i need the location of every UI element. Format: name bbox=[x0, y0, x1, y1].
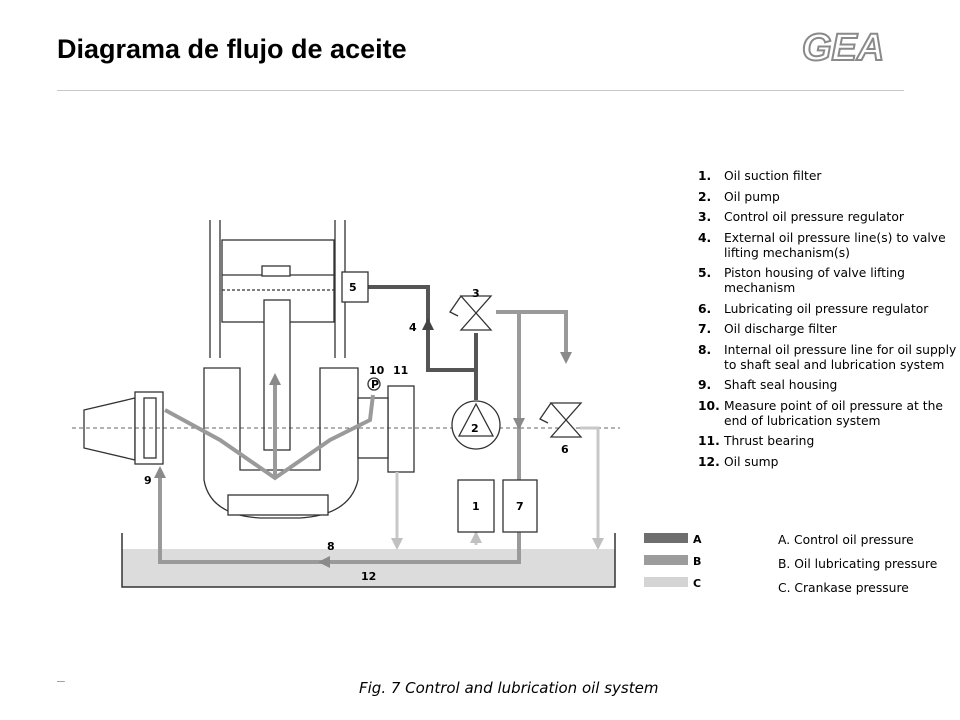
legend-item-text: Oil pump bbox=[724, 189, 780, 204]
oil-sump bbox=[122, 549, 615, 587]
label-11: 11 bbox=[393, 364, 408, 377]
key-swatch-b bbox=[644, 555, 688, 565]
label-3: 3 bbox=[472, 287, 480, 300]
label-7: 7 bbox=[516, 500, 524, 513]
legend-item: 11. Thrust bearing bbox=[698, 434, 960, 449]
label-6: 6 bbox=[561, 443, 569, 456]
legend-item: 3. Control oil pressure regulator bbox=[698, 210, 960, 225]
label-5: 5 bbox=[349, 281, 357, 294]
legend-item: 2. Oil pump bbox=[698, 190, 960, 205]
legend-item-text: Piston housing of valve lifting mechanis… bbox=[724, 266, 905, 295]
lubrication-arrow-down bbox=[560, 352, 572, 364]
key-label-b: B. Oil lubricating pressure bbox=[778, 557, 938, 571]
legend-item-number: 8. bbox=[698, 342, 712, 357]
key-label-a: A. Control oil pressure bbox=[778, 533, 914, 547]
legend-item-text: Lubricating oil pressure regulator bbox=[724, 301, 929, 316]
legend-item: 10. Measure point of oil pressure at the … bbox=[698, 399, 960, 429]
control-oil-regulator-3 bbox=[449, 295, 493, 331]
label-4: 4 bbox=[409, 321, 417, 334]
footer-dash: – bbox=[57, 672, 65, 688]
key-swatch-c bbox=[644, 577, 688, 587]
legend-item-number: 11. bbox=[698, 434, 720, 448]
legend-item-number: 1. bbox=[698, 169, 712, 183]
legend-item-text: Control oil pressure regulator bbox=[724, 210, 904, 224]
legend-item-text: Oil discharge filter bbox=[724, 322, 837, 336]
legend-item-number: 10. bbox=[698, 398, 720, 413]
lube-oil-regulator-6 bbox=[539, 402, 583, 438]
key-swatch-a bbox=[644, 533, 688, 543]
legend-item-text: Measure point of oil pressure at the end… bbox=[724, 398, 943, 428]
key-letter-b: B bbox=[693, 555, 701, 568]
oil-sump-outline bbox=[121, 533, 616, 588]
gea-logo: GEA bbox=[801, 28, 885, 66]
legend-item-number: 9. bbox=[698, 378, 712, 392]
piston-housing-5 bbox=[341, 271, 369, 303]
label-1: 1 bbox=[472, 500, 480, 513]
legend-item: 4. External oil pressure line(s) to valve… bbox=[698, 231, 960, 261]
legend-item: 12. Oil sump bbox=[698, 455, 960, 470]
key-letter-a: A bbox=[693, 533, 702, 546]
lubrication-arrow-up bbox=[154, 466, 166, 478]
crankshaft bbox=[83, 367, 415, 519]
key-label-c: C. Crankase pressure bbox=[778, 581, 909, 595]
label-12: 12 bbox=[361, 570, 376, 583]
oil-pump-2 bbox=[451, 400, 501, 450]
label-9: 9 bbox=[144, 474, 152, 487]
svg-text:GEA: GEA bbox=[802, 28, 884, 66]
legend-item-number: 6. bbox=[698, 301, 712, 316]
label-10: 10 bbox=[369, 364, 385, 377]
label-8: 8 bbox=[327, 540, 335, 553]
crankcase-arrow-right bbox=[592, 538, 604, 550]
lubrication-arrow-left bbox=[318, 556, 330, 568]
legend-item-number: 4. bbox=[698, 230, 712, 245]
page-title: Diagrama de flujo de aceite bbox=[57, 34, 407, 64]
legend-item: 6. Lubricating oil pressure regulator bbox=[698, 302, 960, 317]
legend-item-number: 2. bbox=[698, 189, 712, 204]
lubrication-oil-line bbox=[158, 310, 568, 564]
legend-item: 5. Piston housing of valve lifting mechan… bbox=[698, 266, 960, 296]
legend-item-text: Oil sump bbox=[724, 454, 779, 469]
legend-item-text: Shaft seal housing bbox=[724, 378, 838, 392]
control-oil-line bbox=[368, 285, 478, 400]
legend-item: 8. Internal oil pressure line for oil sup… bbox=[698, 343, 960, 373]
legend-item-text: Internal oil pressure line for oil suppl… bbox=[724, 342, 957, 372]
header-divider bbox=[57, 90, 904, 91]
oil-discharge-filter-7 bbox=[502, 479, 538, 533]
legend-item-text: Thrust bearing bbox=[724, 434, 815, 448]
legend-item: 7. Oil discharge filter bbox=[698, 322, 960, 337]
legend-item-text: Oil suction filter bbox=[724, 169, 822, 183]
component-legend: 1. Oil suction filter 2. Oil pump 3. Control … bbox=[698, 169, 960, 475]
legend-item-number: 12. bbox=[698, 454, 720, 469]
lubrication-arrow-rod bbox=[269, 373, 281, 385]
discharge-arrow-down bbox=[513, 418, 525, 430]
legend-item-text: External oil pressure line(s) to valve l… bbox=[724, 230, 946, 260]
crankcase-arrow-left bbox=[391, 538, 403, 550]
legend-item: 9. Shaft seal housing bbox=[698, 378, 960, 393]
legend-item: 1. Oil suction filter bbox=[698, 169, 960, 184]
figure-caption: Fig. 7 Control and lubrication oil syste… bbox=[359, 679, 659, 697]
key-letter-c: C bbox=[693, 577, 701, 590]
legend-item-number: 5. bbox=[698, 266, 712, 280]
legend-item-number: 7. bbox=[698, 322, 712, 336]
suction-arrow-up bbox=[470, 531, 482, 543]
control-oil-arrow bbox=[422, 318, 434, 330]
label-p: P bbox=[371, 378, 379, 391]
oil-suction-filter-1 bbox=[457, 479, 495, 533]
pressure-measure-point bbox=[367, 377, 381, 391]
label-2: 2 bbox=[471, 422, 479, 435]
legend-item-number: 3. bbox=[698, 210, 712, 224]
